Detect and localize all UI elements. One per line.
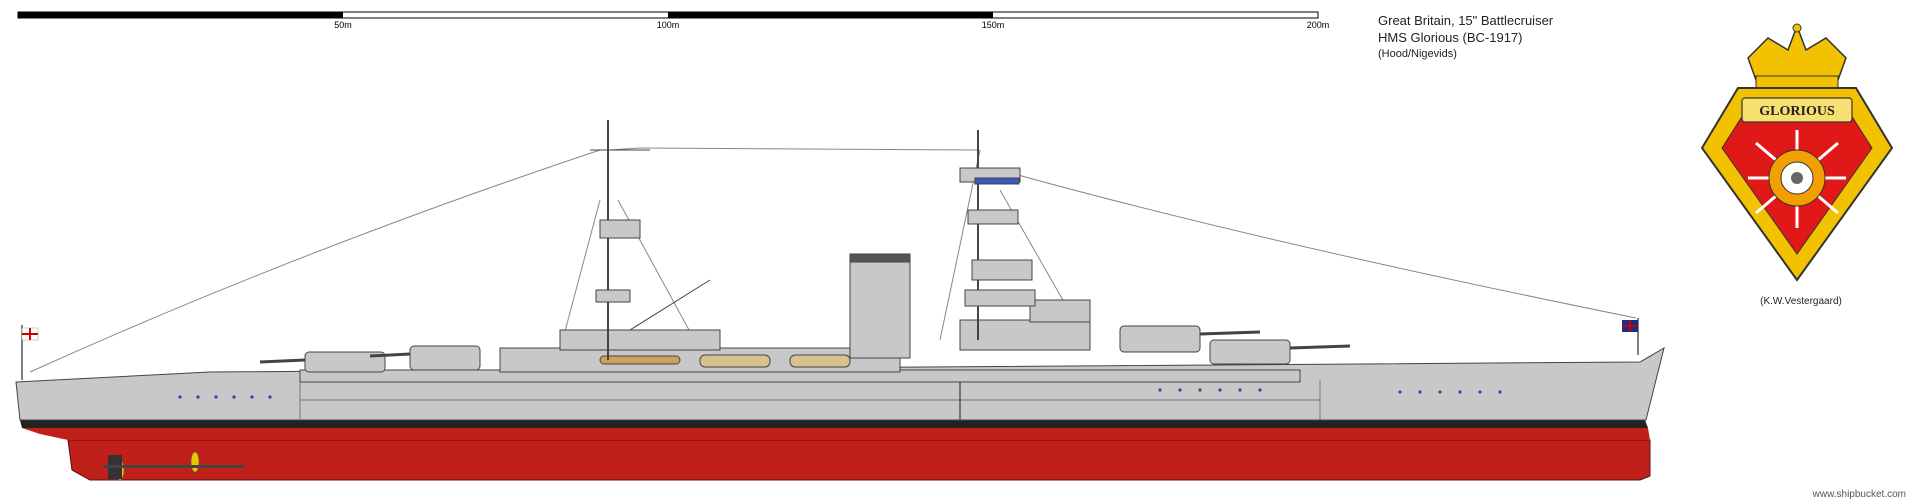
scale-bar: 50m 100m 150m 200m: [17, 11, 1330, 30]
rigging: [29, 147, 1637, 373]
hull-grey: [15, 346, 1665, 421]
turret-y: [369, 345, 481, 371]
hull-antifouling: [67, 439, 1651, 481]
scale-label-100m: 100m: [657, 20, 680, 30]
badge-credit: (K.W.Vestergaard): [1760, 296, 1842, 307]
funnel: [849, 253, 911, 359]
scale-label-150m: 150m: [982, 20, 1005, 30]
stern-ensign: [21, 325, 39, 380]
title-block: Great Britain, 15" Battlecruiser HMS Glo…: [1378, 12, 1553, 63]
title-line-2: HMS Glorious (BC-1917): [1378, 30, 1523, 45]
portholes: [178, 388, 1502, 399]
aft-mast: [590, 120, 711, 360]
fore-mast: [959, 130, 1036, 340]
bow-jack: [1622, 318, 1639, 355]
title-line-1: Great Britain, 15" Battlecruiser: [1378, 13, 1554, 28]
scale-label-50m: 50m: [334, 20, 352, 30]
propellers: [104, 451, 244, 481]
ship-badge: GLORIOUS: [1700, 23, 1894, 282]
hull-boot-top: [20, 420, 1648, 428]
superstructure: [299, 299, 1301, 383]
scale-label-200m: 200m: [1307, 20, 1330, 30]
turret-b: [1119, 325, 1261, 353]
title-line-3: (Hood/Nigevids): [1378, 48, 1457, 60]
turret-x: [259, 351, 386, 373]
badge-name: GLORIOUS: [1759, 104, 1835, 119]
crown-icon: [1747, 23, 1847, 89]
rose-icon: [1748, 130, 1846, 228]
turret-a: [1209, 339, 1351, 365]
watermark: www.shipbucket.com: [1812, 489, 1906, 500]
hull: [15, 346, 1665, 481]
hull-red-band: [22, 428, 1650, 440]
